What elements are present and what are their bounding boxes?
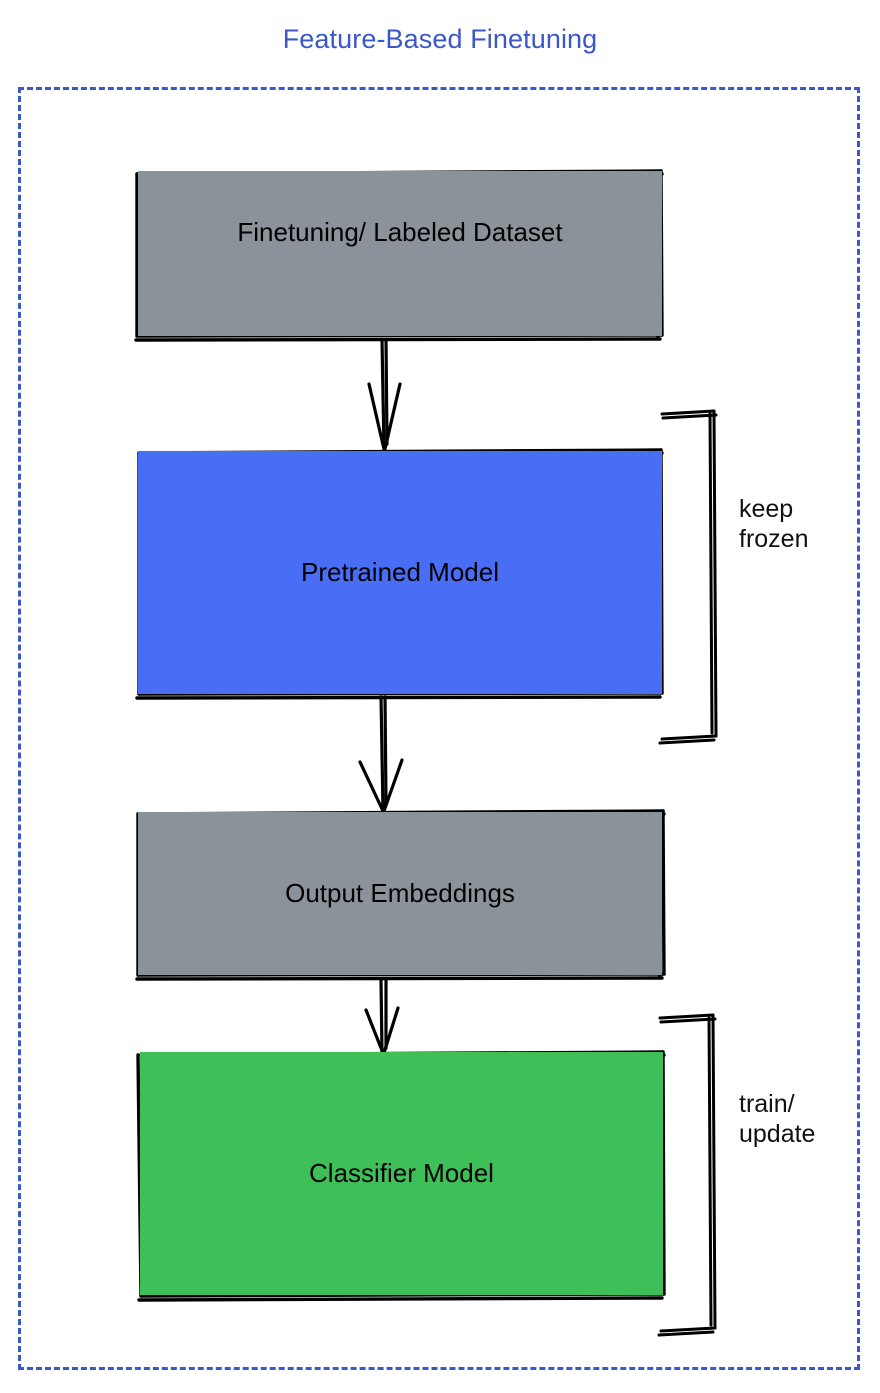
node-classifier-model[interactable]: Classifier Model (140, 1052, 663, 1295)
node-label-pretrained: Pretrained Model (301, 556, 499, 587)
node-pretrained-model[interactable]: Pretrained Model (138, 451, 662, 694)
node-label-classifier: Classifier Model (309, 1157, 494, 1188)
node-label-dataset: Finetuning/ Labeled Dataset (237, 217, 563, 247)
arrow-dataset-to-pretrained (367, 338, 402, 451)
node-finetuning-labeled-dataset[interactable]: Finetuning/ Labeled Dataset (138, 171, 662, 336)
arrow-embeddings-to-classifier (364, 977, 400, 1055)
node-output-embeddings[interactable]: Output Embeddings (138, 812, 662, 975)
annotation-train-update: train/ update (739, 1090, 816, 1148)
keep-frozen-bracket (658, 409, 718, 745)
arrow-pretrained-to-embeddings (358, 695, 404, 813)
annotation-keep-frozen: keep frozen (739, 495, 809, 553)
train-update-bracket (657, 1013, 717, 1337)
node-label-embeddings: Output Embeddings (285, 877, 515, 908)
page-title: Feature-Based Finetuning (282, 24, 598, 54)
